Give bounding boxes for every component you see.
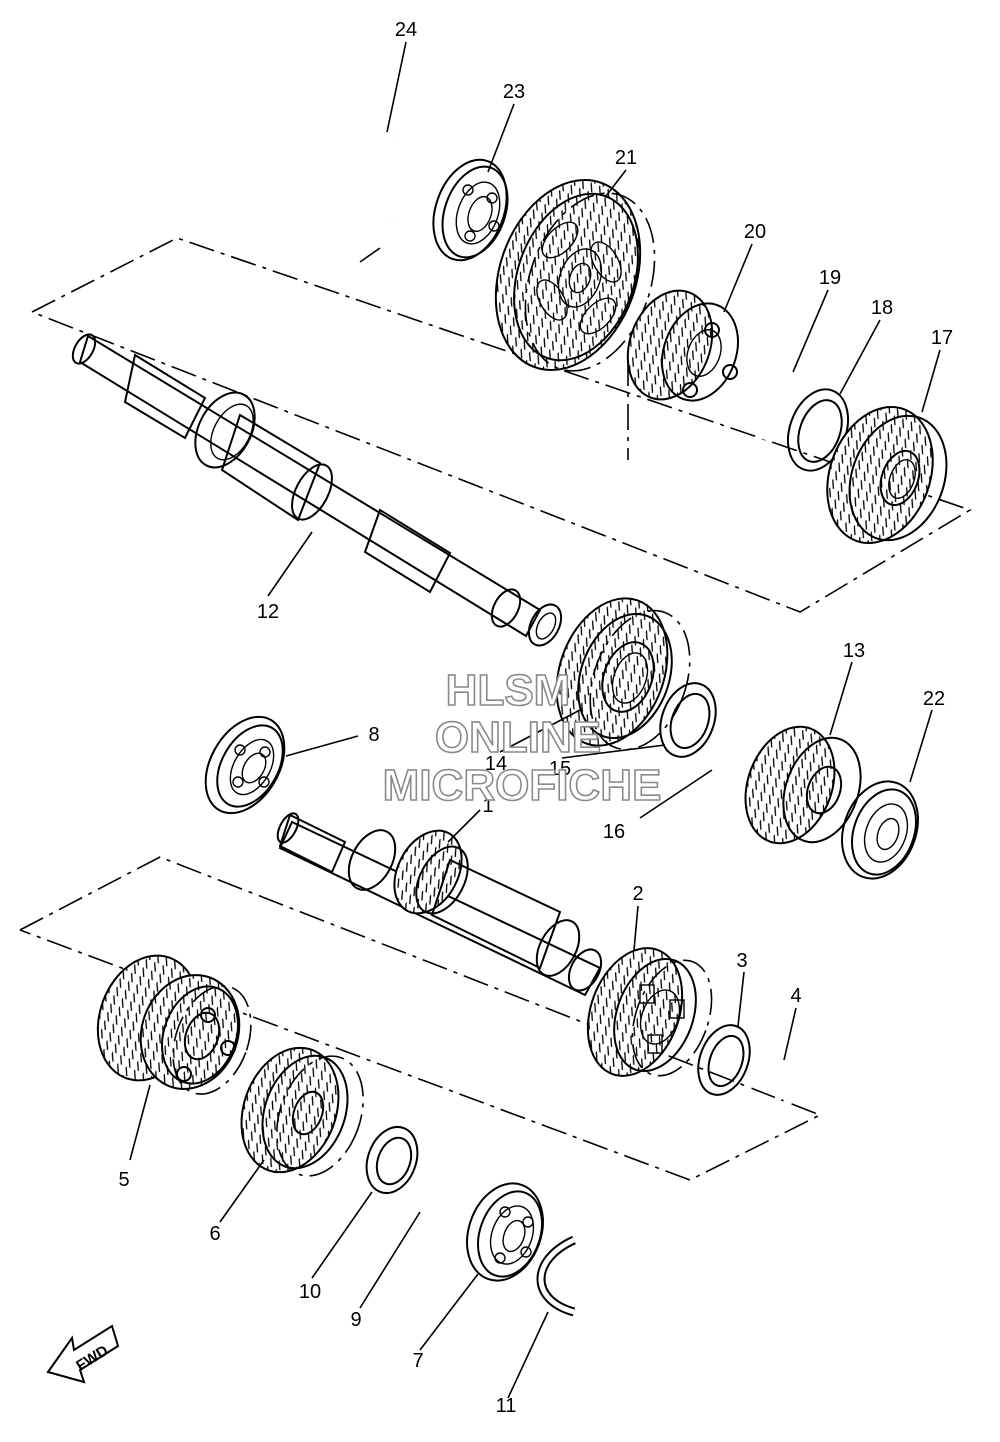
circlip-19 bbox=[746, 370, 802, 440]
callout-18: 18 bbox=[871, 297, 893, 319]
callout-numbers: 24 23 21 20 19 18 17 12 14 15 16 13 22 8… bbox=[118, 19, 953, 1417]
circlip-24 bbox=[359, 133, 396, 221]
forward-direction-arrow: FWD bbox=[46, 1324, 120, 1384]
callout-19: 19 bbox=[819, 267, 841, 289]
circlip-4 bbox=[747, 1058, 793, 1116]
gear-2 bbox=[586, 947, 713, 1077]
callout-5: 5 bbox=[118, 1169, 129, 1191]
callout-20: 20 bbox=[744, 221, 766, 243]
bearing-8 bbox=[204, 715, 286, 815]
watermark-line1: HLSM bbox=[446, 666, 571, 715]
circlip-9 bbox=[412, 1156, 460, 1218]
callout-21: 21 bbox=[615, 147, 637, 169]
callout-1: 1 bbox=[482, 795, 493, 817]
callout-17: 17 bbox=[931, 327, 953, 349]
gear-6 bbox=[240, 1046, 364, 1177]
gear-5 bbox=[96, 954, 252, 1095]
gear-13 bbox=[744, 725, 862, 845]
washer-3 bbox=[697, 1024, 751, 1096]
watermark-line3: MICROFICHE bbox=[383, 761, 662, 810]
circlip-11 bbox=[536, 1235, 576, 1317]
lower-assembly-boundary bbox=[19, 856, 822, 1181]
shaft-1 bbox=[276, 812, 603, 997]
callout-13: 13 bbox=[843, 640, 865, 662]
bearing-23 bbox=[432, 158, 509, 262]
gear-14 bbox=[555, 597, 691, 751]
guide-line bbox=[359, 247, 381, 263]
callout-3: 3 bbox=[736, 950, 747, 972]
gear-20 bbox=[626, 289, 739, 402]
callout-7: 7 bbox=[412, 1350, 423, 1372]
washer-15 bbox=[659, 682, 717, 758]
callout-4: 4 bbox=[790, 985, 801, 1007]
upper-assembly-boundary bbox=[31, 237, 972, 613]
callout-11: 11 bbox=[496, 1395, 517, 1417]
callout-16: 16 bbox=[603, 821, 625, 843]
leader-lines bbox=[129, 41, 941, 1399]
watermark-line2: ONLINE bbox=[435, 713, 601, 762]
callout-6: 6 bbox=[209, 1223, 220, 1245]
gear-17 bbox=[826, 406, 948, 544]
gear-21 bbox=[494, 179, 656, 372]
bearing-22 bbox=[841, 780, 919, 880]
callout-8: 8 bbox=[368, 724, 379, 746]
callout-23: 23 bbox=[503, 81, 525, 103]
watermark: HLSM ONLINE MICROFICHE bbox=[382, 665, 662, 811]
circlip-16 bbox=[708, 714, 756, 775]
callout-24: 24 bbox=[395, 19, 417, 41]
callout-14: 14 bbox=[485, 753, 507, 775]
callout-22: 22 bbox=[923, 688, 945, 710]
callout-12: 12 bbox=[257, 601, 279, 623]
washer-10 bbox=[365, 1126, 419, 1194]
shaft-12 bbox=[71, 333, 563, 647]
callout-9: 9 bbox=[350, 1309, 361, 1331]
callout-15: 15 bbox=[549, 758, 571, 780]
callout-2: 2 bbox=[632, 883, 643, 905]
bearing-7 bbox=[466, 1182, 544, 1282]
callout-10: 10 bbox=[299, 1281, 321, 1303]
